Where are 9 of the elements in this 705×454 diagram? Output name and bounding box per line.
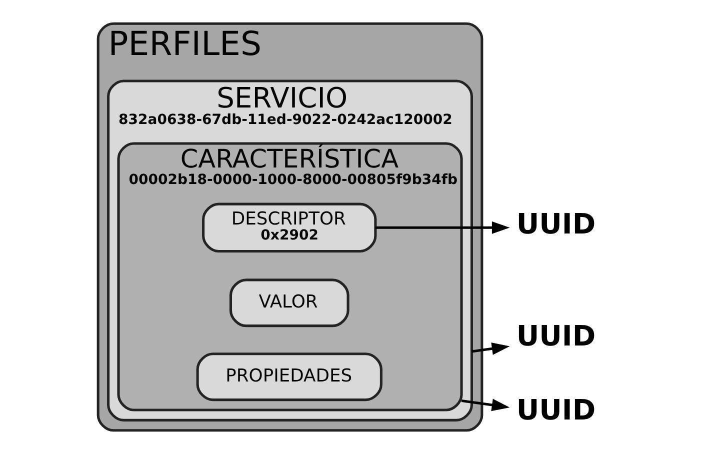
node-text: UUID (516, 394, 596, 427)
arrow (375, 221, 510, 234)
arrow (461, 398, 510, 412)
node-text: UUID (516, 320, 596, 353)
node-box: VALOR (229, 278, 350, 328)
node-box: PROPIEDADES (196, 352, 382, 402)
node-text: UUID (516, 208, 596, 241)
arrow (472, 342, 510, 355)
node-box: DESCRIPTOR 0x2902 (202, 202, 377, 252)
